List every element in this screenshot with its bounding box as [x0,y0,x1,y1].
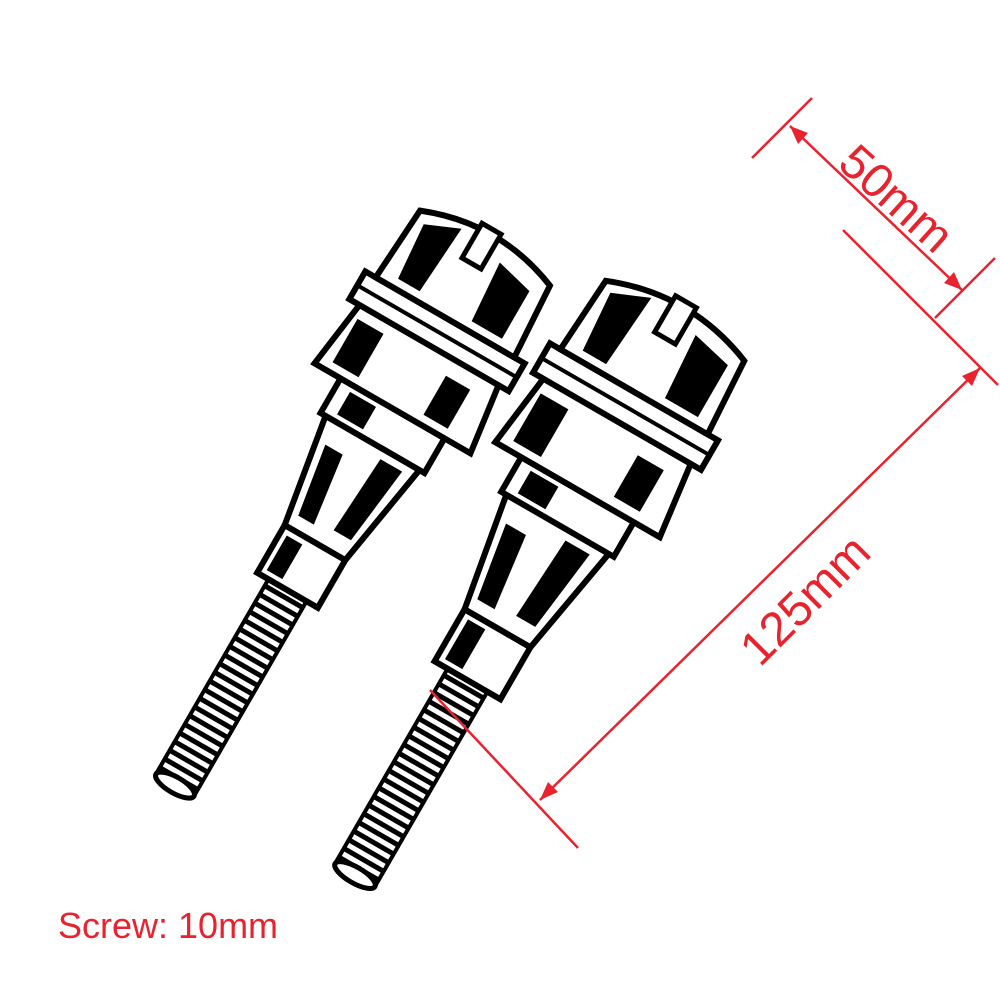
dimension-125mm [429,229,999,849]
frame-slider-right [332,277,748,891]
frame-slider-left [153,207,554,801]
screw-size-note: Screw: 10mm [58,905,279,946]
screw-thread-right [332,661,493,890]
length-label: 125mm [730,525,881,676]
diameter-label: 50mm [829,135,964,264]
dimension-50mm [751,97,996,319]
screw-thread-left [153,572,312,799]
